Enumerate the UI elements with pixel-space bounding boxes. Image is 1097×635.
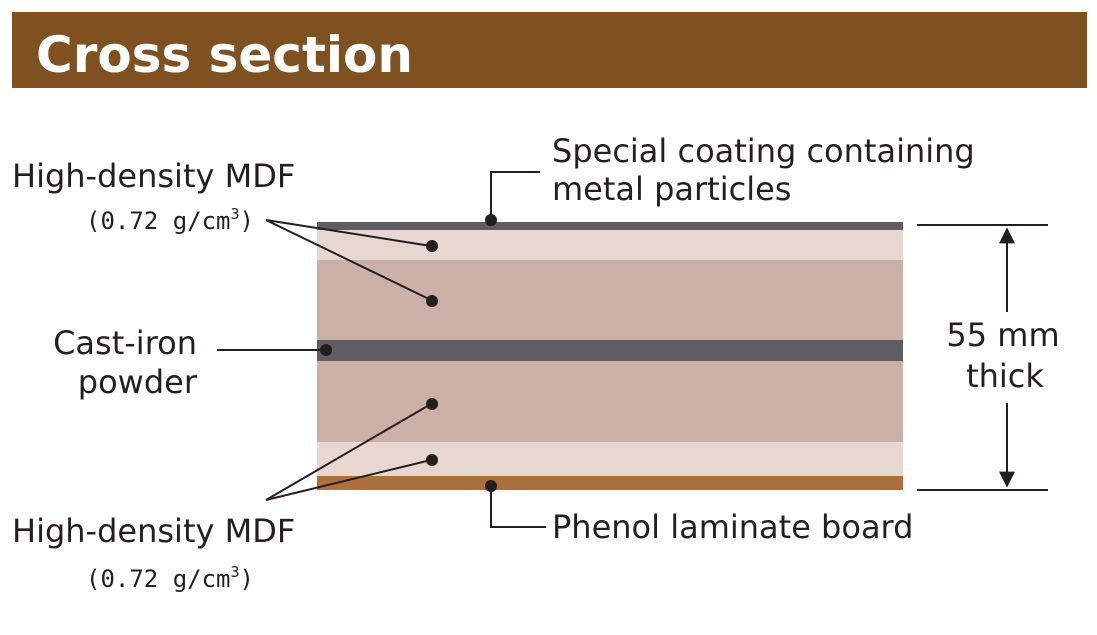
mdf-bottom-callout: High-density MDF (0.72 g/cm3) [12, 398, 438, 593]
mdf-bottom-main-layer [317, 361, 903, 442]
phenol-dot [485, 480, 497, 492]
layer-stack [317, 222, 903, 490]
coating-layer [317, 222, 903, 230]
page-title: Cross section [36, 26, 413, 84]
mdf-top-light-layer [317, 230, 903, 260]
coating-leader-line [490, 171, 540, 219]
mdf-bottom-label: High-density MDF [12, 512, 295, 550]
coating-label-line1: Special coating containing [552, 132, 975, 170]
mdf-top-label: High-density MDF [12, 157, 295, 195]
mdf-bottom-dot-1 [426, 398, 438, 410]
cast-iron-layer [317, 340, 903, 361]
mdf-top-dot-2 [426, 295, 438, 307]
mdf-bottom-light-layer [317, 442, 903, 476]
mdf-top-main-layer [317, 260, 903, 340]
phenol-leader-line [490, 487, 546, 528]
mdf-top-dot-1 [426, 240, 438, 252]
cast-iron-callout: Cast-iron powder [53, 324, 332, 401]
coating-dot [485, 214, 497, 226]
phenol-label: Phenol laminate board [552, 508, 913, 546]
mdf-bottom-leader-1 [265, 403, 432, 501]
thickness-label-value: 55 mm [946, 316, 1059, 354]
cast-iron-label-line2: powder [78, 363, 198, 401]
mdf-top-leader-2 [265, 219, 432, 301]
cast-iron-label-line1: Cast-iron [53, 324, 197, 362]
thickness-label-unit: thick [966, 357, 1044, 395]
mdf-top-density: (0.72 g/cm3) [86, 205, 254, 235]
header-bar [12, 12, 1087, 88]
phenol-layer [317, 476, 903, 490]
phenol-callout: Phenol laminate board [485, 480, 913, 546]
coating-callout: Special coating containing metal particl… [485, 132, 975, 226]
thickness-dimension: 55 mm thick [917, 224, 1060, 491]
mdf-top-leader-1 [265, 219, 432, 247]
mdf-bottom-leader-2 [265, 459, 432, 501]
mdf-top-callout: High-density MDF (0.72 g/cm3) [12, 157, 438, 307]
mdf-bottom-dot-2 [426, 454, 438, 466]
cast-iron-dot [320, 344, 332, 356]
coating-label-line2: metal particles [552, 170, 791, 208]
mdf-bottom-density: (0.72 g/cm3) [86, 563, 254, 593]
